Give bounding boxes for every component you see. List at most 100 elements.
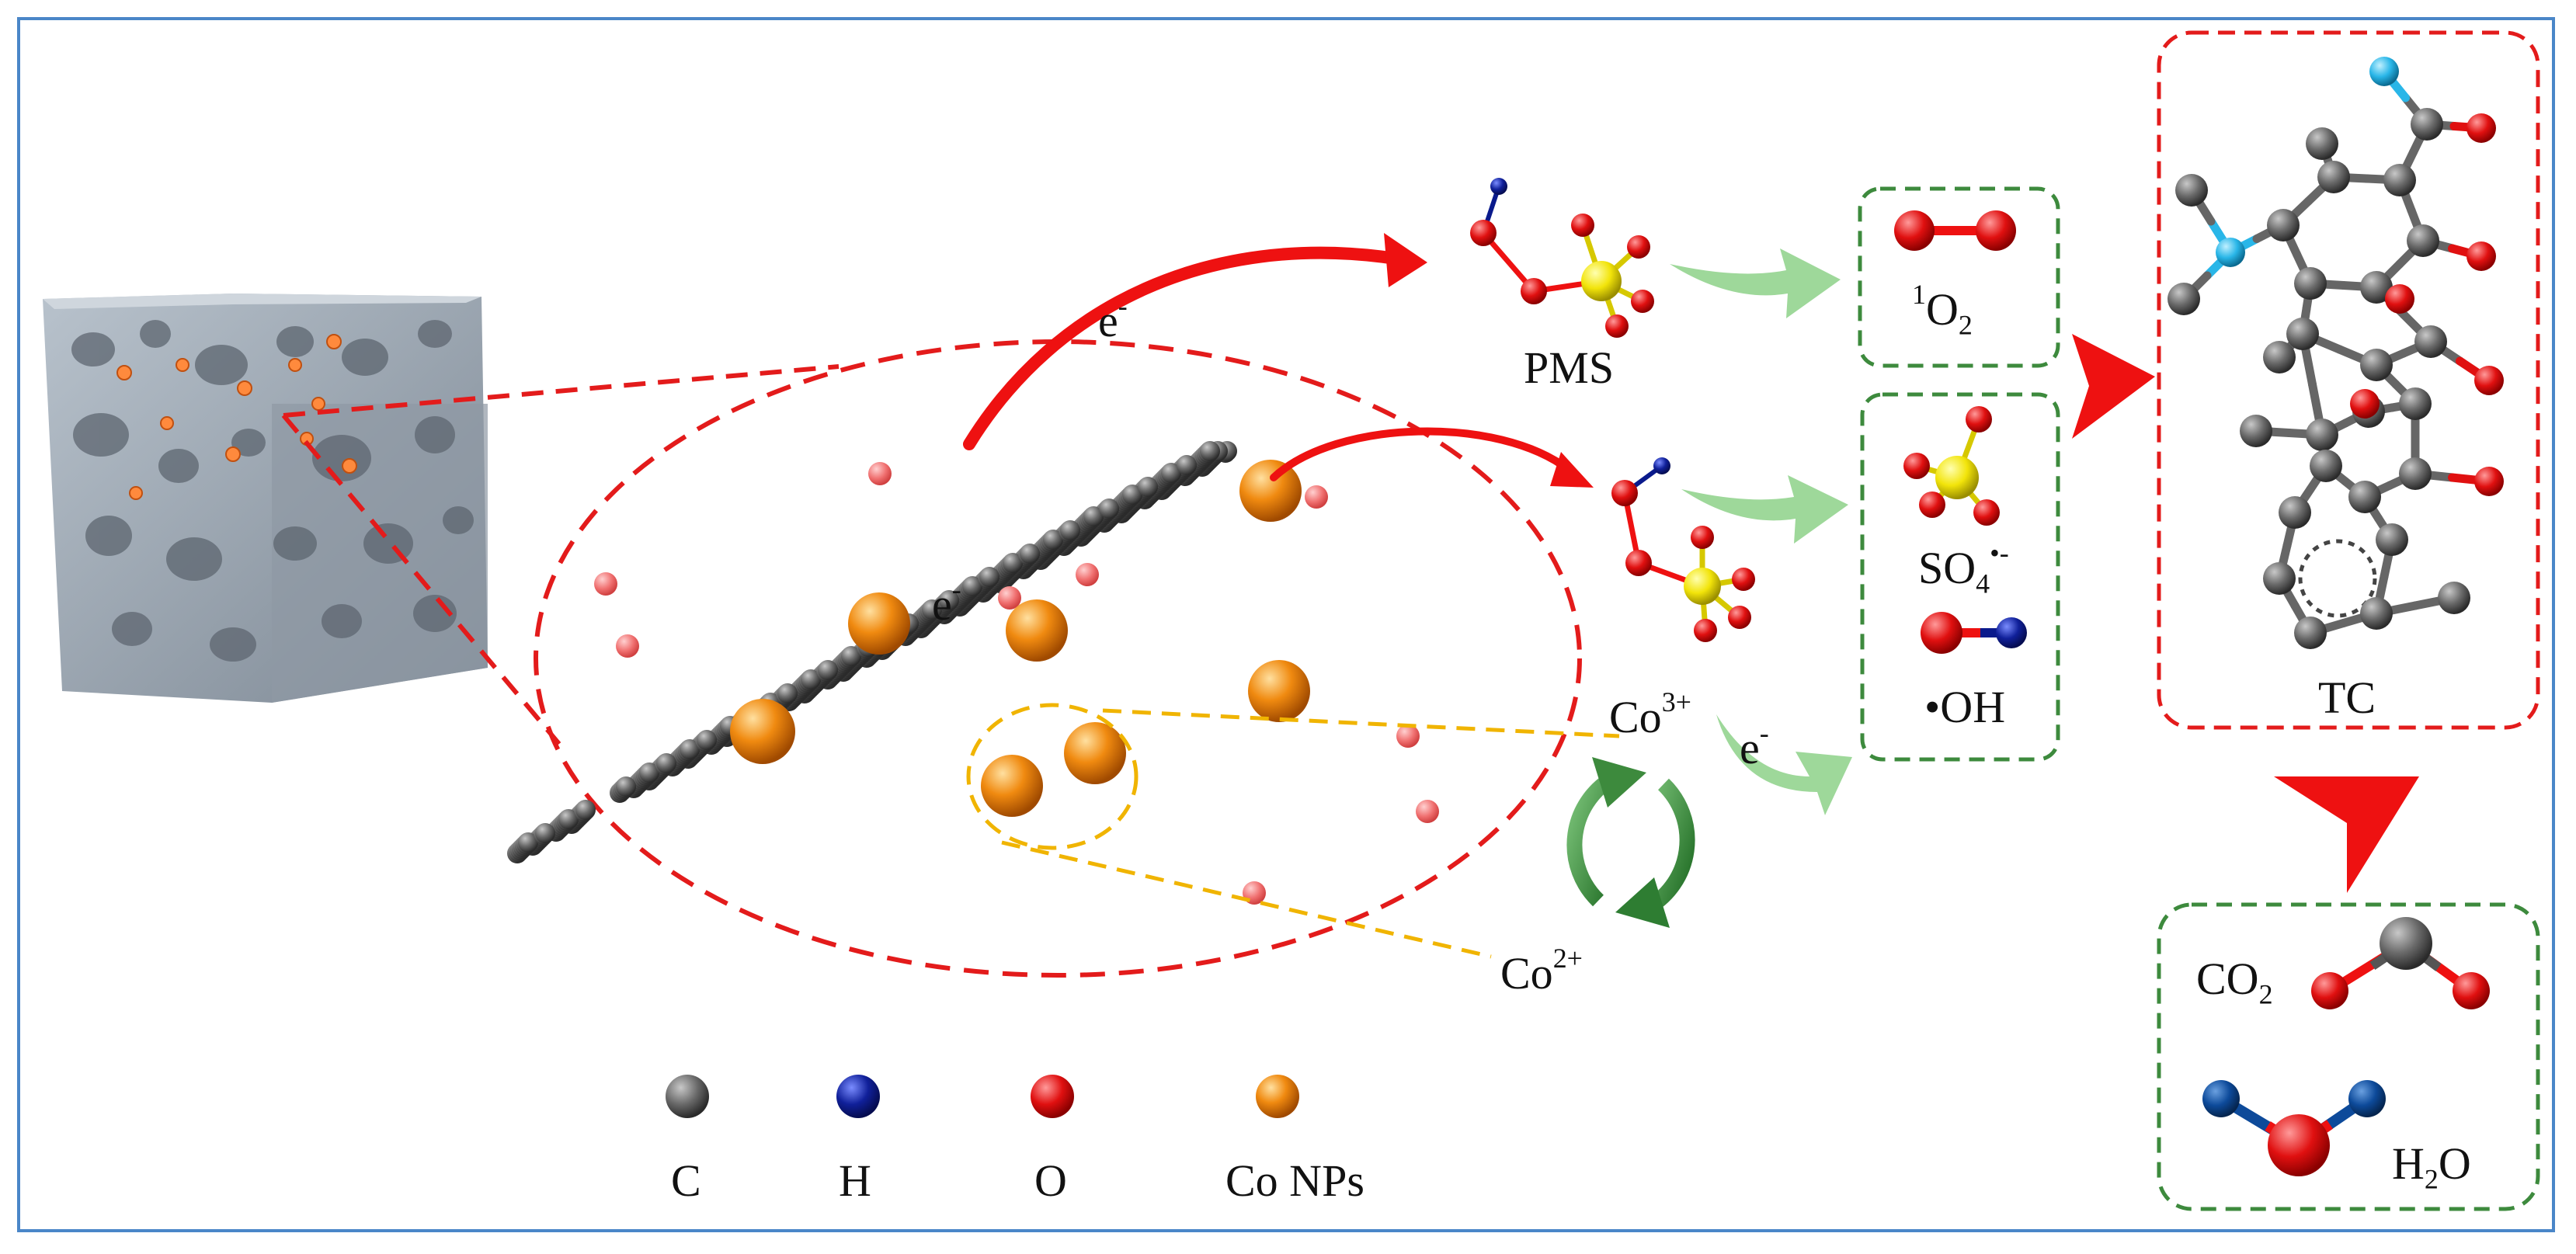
hydroxyl-radical-label: •OH <box>1924 682 2006 732</box>
edge-oxygen-atom <box>1305 485 1328 509</box>
legend-oxygen-ball <box>1031 1075 1074 1118</box>
carbon-atom <box>535 823 555 843</box>
tc-atom <box>2279 496 2311 529</box>
carbon-atom <box>558 809 579 829</box>
arrow-head-co-to-pms <box>1550 452 1594 488</box>
edge-oxygen-atom <box>868 462 892 485</box>
electron-label-top: e- <box>1098 290 1128 346</box>
edge-oxygen-atom <box>616 634 639 658</box>
tc-atom <box>2306 127 2338 160</box>
carbon-atom <box>1043 530 1063 550</box>
tc-atom <box>2360 349 2393 381</box>
legend-label-carbon: C <box>671 1155 701 1206</box>
arrow-down-to-products <box>2274 776 2419 893</box>
carbon-atom <box>1138 477 1158 497</box>
carbon-atom <box>962 576 982 596</box>
carbon-atom <box>1060 520 1080 540</box>
tc-atom <box>2385 284 2414 314</box>
tc-atom <box>2175 174 2208 207</box>
edge-oxygen-atom <box>1416 800 1439 823</box>
edge-oxygen-atom <box>998 586 1021 610</box>
tc-atom <box>2474 366 2504 395</box>
tetracycline-molecule <box>2168 57 2504 649</box>
pms-molecule-2 <box>1611 457 1755 642</box>
tc-atom <box>2294 617 2327 649</box>
legend-label-oxygen: O <box>1034 1155 1067 1206</box>
tc-atom <box>2407 224 2439 257</box>
carbon-atom <box>1083 506 1104 526</box>
tc-atom <box>2369 57 2399 86</box>
tc-atom <box>2466 113 2496 143</box>
tc-atom <box>2310 450 2342 482</box>
radicals-box <box>1860 392 2060 762</box>
carbon-dioxide-label: CO2 <box>2196 954 2273 1010</box>
tc-atom <box>2399 387 2432 420</box>
tc-atom <box>2348 481 2381 513</box>
carbon-atom <box>1177 455 1197 475</box>
electron-arrow-co-to-pms <box>1270 427 1573 481</box>
pms-molecule <box>1470 178 1654 338</box>
carbon-atom <box>922 599 942 620</box>
legend-label-cobalt: Co NPs <box>1225 1155 1364 1206</box>
tc-atom <box>2350 389 2380 419</box>
zoom-ellipse <box>534 339 1582 978</box>
carbon-atom <box>1161 463 1181 483</box>
tc-atom <box>2317 161 2350 193</box>
edge-oxygen-atom <box>594 572 617 596</box>
products-box <box>2157 902 2540 1211</box>
arrow-to-tc <box>2072 334 2155 439</box>
co3-label: Co3+ <box>1609 686 1691 742</box>
carbon-atom <box>697 730 717 750</box>
zoom-projection-lines <box>281 364 840 745</box>
tc-atom <box>2286 318 2319 350</box>
tc-atom <box>2294 267 2327 300</box>
tc-box <box>2157 30 2540 730</box>
tc-atom <box>2263 562 2296 595</box>
carbon-atom <box>1099 498 1119 519</box>
tc-atom <box>2360 271 2393 304</box>
tc-atom <box>2411 108 2443 141</box>
carbon-atom <box>979 567 999 587</box>
edge-oxygen-atom <box>1396 724 1420 748</box>
carbon-atom <box>1200 441 1220 461</box>
tc-atom <box>2383 164 2416 196</box>
electron-arrow-to-pms <box>963 246 1396 450</box>
singlet-oxygen-label: 1O2 <box>1912 279 1973 341</box>
pms-label: PMS <box>1524 342 1615 393</box>
tc-atom <box>2376 523 2408 556</box>
edge-oxygen-atom <box>1076 563 1099 586</box>
tc-atom <box>2438 582 2470 614</box>
tc-atom <box>2263 341 2296 373</box>
tc-atom <box>2267 209 2300 241</box>
tc-atom <box>2306 419 2338 451</box>
carbon-atom <box>680 739 700 759</box>
carbon-atom <box>575 800 596 820</box>
water-molecule <box>2202 1080 2386 1176</box>
tc-atom <box>2168 283 2200 315</box>
carbon-atom <box>818 660 838 680</box>
tc-atom <box>2414 325 2447 358</box>
porous-carbon-foam-cube <box>43 294 488 703</box>
aromatic-ring <box>2298 539 2377 618</box>
carbon-atom <box>616 776 636 797</box>
carbon-atom <box>801 669 821 690</box>
carbon-atom <box>1122 485 1142 505</box>
water-label: H2O <box>2392 1138 2471 1195</box>
electron-label-middle: e- <box>932 574 961 630</box>
atom-legend <box>666 1075 1299 1118</box>
carbon-atom <box>1003 553 1023 573</box>
legend-carbon-ball <box>666 1075 709 1118</box>
sulfate-radical-molecule <box>1903 406 2000 526</box>
carbon-atom <box>656 753 676 773</box>
tc-atom <box>2466 241 2496 271</box>
electron-label-right: e- <box>1740 717 1769 773</box>
co2-ion-label: Co2+ <box>1500 943 1583 999</box>
cobalt-nanoparticles <box>730 460 1310 817</box>
carbon-atom <box>1020 544 1040 564</box>
arrow-head-to-pms <box>1384 233 1427 287</box>
hydroxyl-radical-molecule <box>1921 612 2027 654</box>
tc-atom <box>2474 467 2504 496</box>
sulfate-radical-label: SO4•- <box>1918 537 2009 599</box>
singlet-oxygen-box <box>1858 186 2060 368</box>
